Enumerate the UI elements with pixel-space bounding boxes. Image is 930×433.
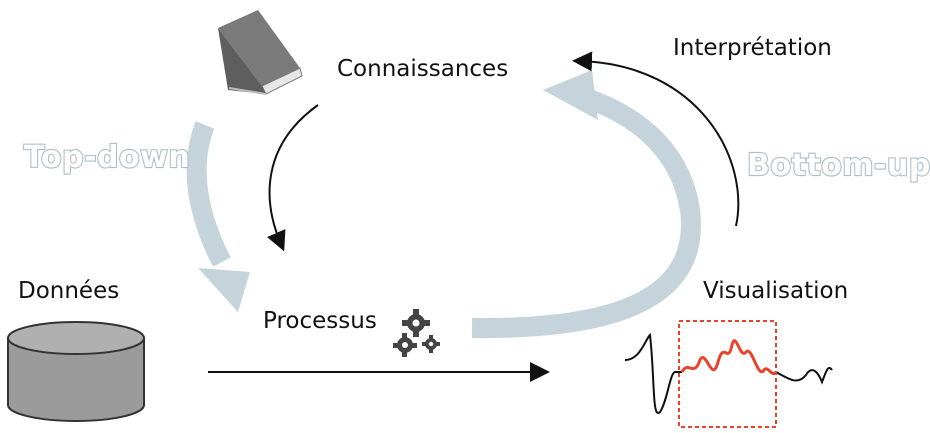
knowledge-to-process-arrow [267,104,319,252]
signal-trace-tail [775,366,833,385]
signal-trace [624,332,682,415]
visualisation-label: Visualisation [703,278,848,304]
database-icon [7,321,145,422]
top-down-arrow [186,121,250,312]
process-label: Processus [263,308,377,334]
data-label: Données [18,278,119,304]
knowledge-label: Connaissances [337,56,508,82]
interpretation-arrow [572,51,740,227]
gears-icon [393,309,440,357]
bottom-up-label: Bottom-up [747,148,930,183]
signal-plot-icon [624,320,833,428]
interpretation-label: Interprétation [673,35,832,61]
top-down-label: Top-down [24,140,190,175]
book-icon [218,10,303,95]
highlight-box [678,320,777,428]
bottom-up-arrow [471,70,701,339]
highlighted-signal [680,339,778,376]
